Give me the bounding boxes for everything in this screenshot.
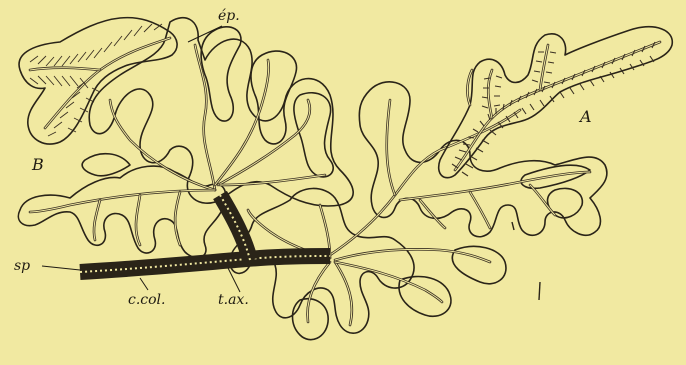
lobe-outline bbox=[251, 51, 297, 144]
label-sp: sp bbox=[14, 258, 30, 274]
label-tax: t.ax. bbox=[218, 292, 249, 308]
lobe-outline bbox=[294, 93, 333, 177]
pointer-ccol bbox=[140, 278, 148, 290]
lobe-outline bbox=[18, 166, 225, 258]
label-b: B bbox=[31, 155, 44, 174]
lobe-outline bbox=[293, 299, 329, 340]
hairy-branch-a bbox=[439, 27, 673, 178]
label-ep: ép. bbox=[218, 8, 240, 24]
label-ccol: c.col. bbox=[128, 292, 166, 308]
cell-pattern bbox=[30, 24, 162, 136]
trunk-horizontal bbox=[80, 256, 330, 272]
trunk-vertical bbox=[220, 195, 250, 260]
cellular-branch-b bbox=[19, 18, 177, 144]
left-lobe-cluster bbox=[18, 154, 225, 258]
lobe-outline bbox=[82, 154, 130, 176]
pointer-sp bbox=[42, 266, 80, 270]
lobe-outline bbox=[439, 27, 673, 178]
label-a: A bbox=[578, 107, 592, 126]
